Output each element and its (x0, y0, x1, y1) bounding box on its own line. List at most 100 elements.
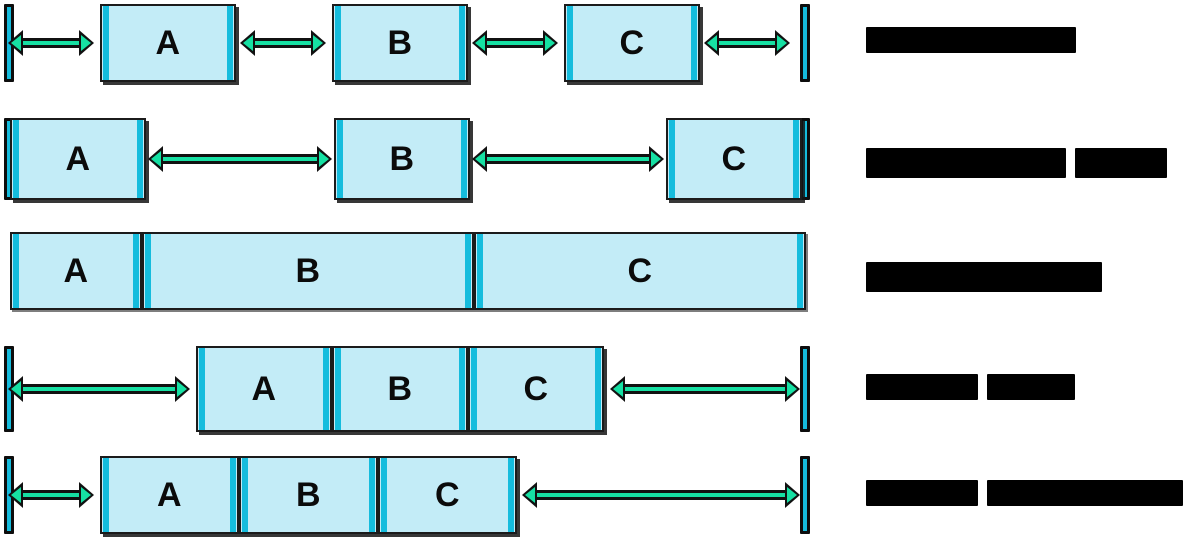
arrow-head-fill (777, 35, 787, 51)
arrow-head-fill (475, 151, 485, 167)
arrow-head-fill (787, 487, 797, 503)
item-box-c: C (474, 232, 806, 310)
arrow-head-right-icon (649, 146, 664, 172)
item-box-label: C (619, 24, 645, 62)
item-box-c: C (564, 4, 700, 82)
arrow-head-fill (707, 35, 717, 51)
row-caption-redacted (866, 374, 1075, 400)
arrow-head-left-icon (472, 146, 487, 172)
item-box-label: C (627, 252, 653, 290)
arrow-head-left-icon (8, 376, 23, 402)
arrow-head-fill (787, 381, 797, 397)
redaction-block (866, 374, 978, 400)
gap-arrow (8, 376, 190, 402)
arrow-head-fill (11, 381, 21, 397)
item-box-b: B (332, 4, 468, 82)
arrow-head-fill (613, 381, 623, 397)
item-box-label: B (389, 140, 415, 178)
item-box-label: B (295, 476, 322, 514)
item-box-a: A (10, 232, 142, 310)
arrow-head-left-icon (610, 376, 625, 402)
redaction-block (866, 480, 978, 506)
arrow-head-right-icon (543, 30, 558, 56)
item-box-b: B (239, 456, 378, 534)
redaction-block (987, 480, 1183, 506)
arrow-head-right-icon (311, 30, 326, 56)
arrow-head-right-icon (785, 376, 800, 402)
arrow-head-fill (177, 381, 187, 397)
arrow-shaft (21, 490, 81, 500)
arrow-head-fill (319, 151, 329, 167)
item-box-b: B (334, 118, 470, 200)
gap-arrow (148, 146, 332, 172)
diagram-row: A B C (0, 452, 1200, 540)
arrow-head-right-icon (785, 482, 800, 508)
container-start-tick (4, 118, 14, 200)
arrow-head-fill (651, 151, 661, 167)
arrow-head-left-icon (8, 30, 23, 56)
diagram-row: A B C (0, 0, 1200, 92)
item-box-label: A (155, 24, 181, 62)
gap-arrow (240, 30, 326, 56)
arrow-shaft (21, 384, 177, 394)
arrow-head-fill (81, 487, 91, 503)
gap-arrow (8, 482, 94, 508)
item-box-label: C (434, 476, 461, 514)
arrow-head-fill (475, 35, 485, 51)
redaction-block (866, 148, 1066, 178)
arrow-head-fill (11, 35, 21, 51)
arrow-head-left-icon (148, 146, 163, 172)
item-box-label: B (295, 252, 321, 290)
arrow-head-fill (11, 487, 21, 503)
arrow-head-right-icon (79, 30, 94, 56)
item-box-a: A (196, 346, 332, 432)
arrow-shaft (253, 38, 313, 48)
arrow-head-right-icon (775, 30, 790, 56)
arrow-shaft (623, 384, 787, 394)
arrow-head-fill (243, 35, 253, 51)
redaction-block (866, 262, 1102, 292)
row-caption-redacted (866, 262, 1102, 292)
arrow-head-fill (313, 35, 323, 51)
row-caption-redacted (866, 480, 1183, 506)
item-box-label: A (156, 476, 183, 514)
item-box-c: C (378, 456, 517, 534)
gap-arrow (610, 376, 800, 402)
arrow-head-right-icon (317, 146, 332, 172)
arrow-head-fill (81, 35, 91, 51)
arrow-shaft (717, 38, 777, 48)
container-end-tick (800, 346, 810, 432)
item-box-label: B (387, 370, 413, 408)
redaction-block (987, 374, 1075, 400)
arrow-head-fill (545, 35, 555, 51)
item-box-b: B (332, 346, 468, 432)
item-box-a: A (100, 4, 236, 82)
diagram-row: A B C (0, 110, 1200, 210)
item-box-label: C (721, 140, 747, 178)
item-box-a: A (100, 456, 239, 534)
item-box-label: A (65, 140, 91, 178)
container-end-tick (800, 4, 810, 82)
container-end-tick (800, 118, 810, 200)
arrow-head-right-icon (79, 482, 94, 508)
item-box-b: B (142, 232, 474, 310)
arrow-shaft (21, 38, 81, 48)
arrow-head-left-icon (704, 30, 719, 56)
container-end-tick (800, 456, 810, 534)
arrow-head-left-icon (522, 482, 537, 508)
gap-arrow (472, 30, 558, 56)
arrow-shaft (161, 154, 319, 164)
arrow-shaft (485, 154, 651, 164)
item-box-label: A (251, 370, 277, 408)
item-box-label: B (387, 24, 413, 62)
item-box-label: A (63, 252, 89, 290)
row-caption-redacted (866, 27, 1076, 53)
redaction-block (1075, 148, 1167, 178)
arrow-head-left-icon (472, 30, 487, 56)
row-caption-redacted (866, 148, 1167, 178)
item-box-a: A (10, 118, 146, 200)
gap-arrow (472, 146, 664, 172)
gap-arrow (704, 30, 790, 56)
